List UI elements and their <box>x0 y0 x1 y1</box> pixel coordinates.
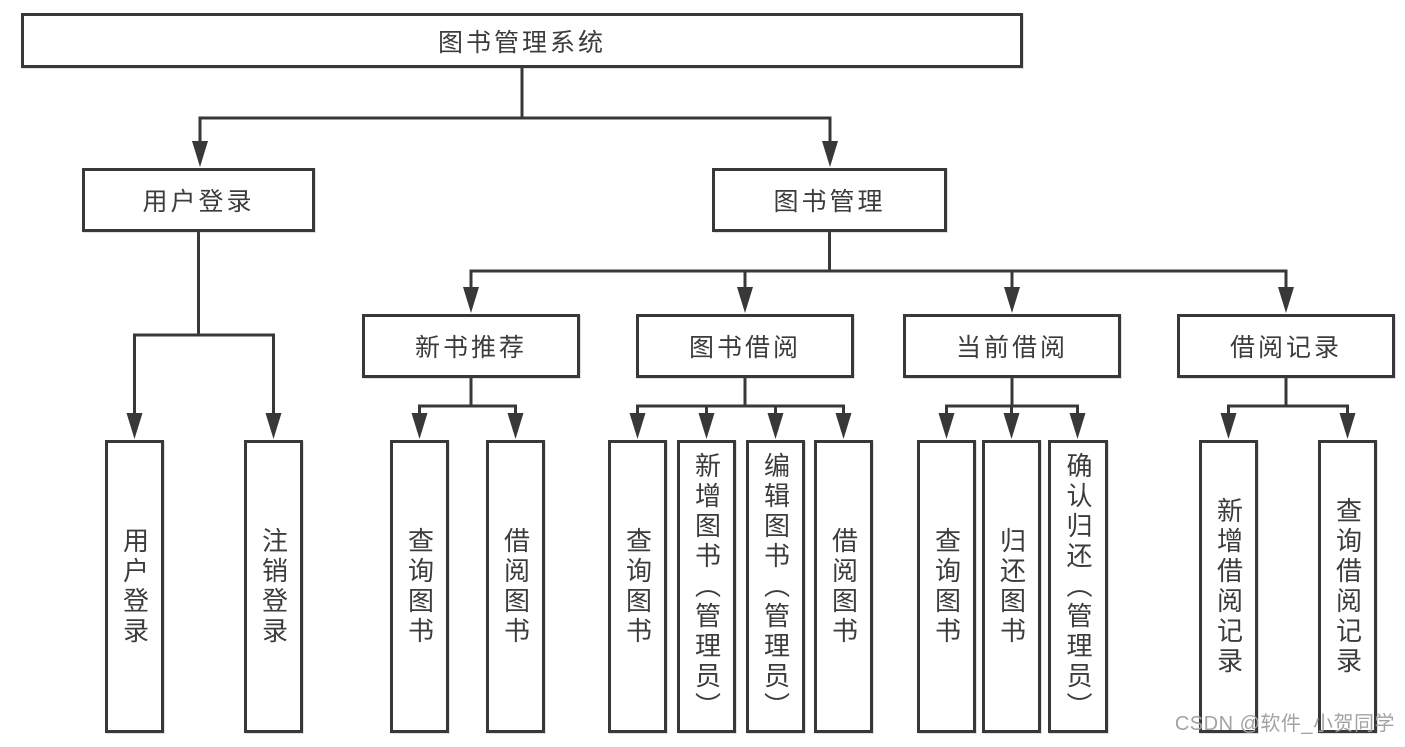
leaf-user-login: 用户登录 <box>105 440 164 733</box>
node-new-book-recommend: 新书推荐 <box>362 314 580 378</box>
leaf-records-add-record: 新增借阅记录 <box>1199 440 1258 733</box>
node-book-borrowing: 图书借阅 <box>636 314 854 378</box>
leaf-current-return-book: 归还图书 <box>982 440 1041 733</box>
arrowheads <box>126 141 1356 439</box>
leaf-borrowing-query-book: 查询图书 <box>608 440 667 733</box>
watermark: CSDN @软件_小贺同学 <box>1174 713 1395 735</box>
node-current-borrowing: 当前借阅 <box>903 314 1121 378</box>
leaf-records-query-record: 查询借阅记录 <box>1318 440 1377 733</box>
leaf-borrowing-edit-book: 编辑图书（管理员） <box>746 440 805 733</box>
leaf-current-confirm-return: 确认归还（管理员） <box>1048 440 1108 733</box>
leaf-logout: 注销登录 <box>244 440 303 733</box>
node-user-login: 用户登录 <box>82 168 315 232</box>
leaf-borrowing-borrow-book: 借阅图书 <box>814 440 873 733</box>
leaf-current-query-book: 查询图书 <box>917 440 976 733</box>
leaf-recommend-query-book: 查询图书 <box>390 440 449 733</box>
node-borrowing-records: 借阅记录 <box>1177 314 1395 378</box>
leaf-recommend-borrow-book: 借阅图书 <box>486 440 545 733</box>
node-root: 图书管理系统 <box>21 13 1023 68</box>
node-book-management: 图书管理 <box>712 168 947 232</box>
leaf-borrowing-add-book: 新增图书（管理员） <box>677 440 736 733</box>
